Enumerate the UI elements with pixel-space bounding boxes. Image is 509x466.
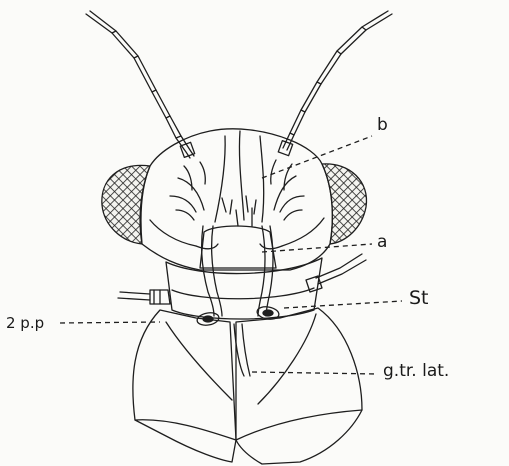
tracheal-trunk-right: [258, 226, 265, 316]
label-b: b: [377, 117, 388, 134]
label-gtrlat: g.tr. lat.: [383, 363, 449, 380]
label-2pp: 2 p.p: [6, 316, 44, 331]
left-antenna: [86, 11, 195, 158]
left-wing-plate: [133, 310, 236, 462]
label-a: a: [377, 234, 387, 251]
right-antenna: [278, 11, 392, 156]
right-wing-plate: [236, 308, 362, 464]
left-compound-eye: [102, 165, 150, 244]
left-leg: [118, 290, 170, 304]
head-tracheae: [170, 160, 304, 226]
head-capsule: [141, 129, 332, 270]
label-st: St: [409, 289, 429, 308]
right-compound-eye: [322, 164, 367, 244]
